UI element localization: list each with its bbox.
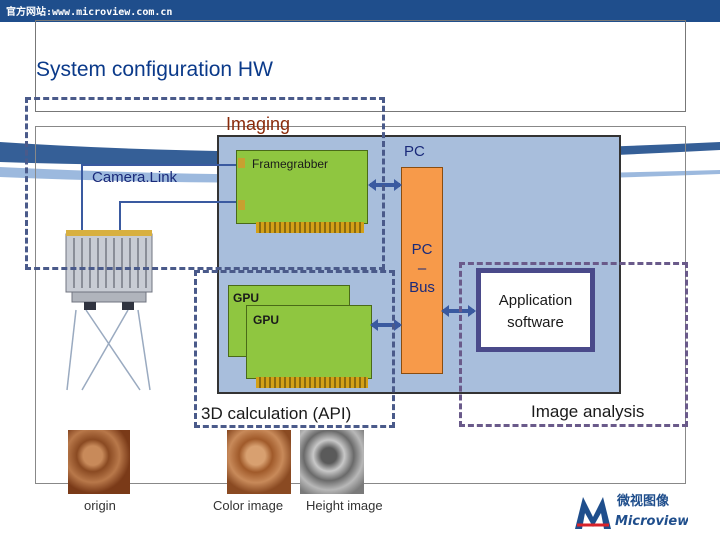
logo-chinese: 微视图像 bbox=[616, 493, 670, 509]
gpu-label-1: GPU bbox=[233, 291, 260, 305]
camera-link-label: Camera.Link bbox=[92, 169, 178, 186]
framegrabber-connector bbox=[256, 222, 364, 233]
color-image bbox=[227, 430, 291, 494]
website-url[interactable]: 官方网站:www.microview.com.cn bbox=[6, 7, 173, 18]
analysis-label: Image analysis bbox=[531, 402, 645, 421]
origin-label: origin bbox=[84, 498, 116, 513]
pc-label: PC bbox=[404, 143, 425, 160]
calc-group bbox=[194, 270, 395, 428]
gpu-card-2 bbox=[246, 305, 372, 379]
imaging-label: Imaging bbox=[226, 114, 291, 134]
arrowhead-icon bbox=[394, 179, 402, 191]
top-banner: 官方网站:www.microview.com.cn bbox=[0, 0, 720, 22]
origin-image bbox=[68, 430, 130, 494]
height-image-label: Height image bbox=[306, 498, 383, 513]
framegrabber-card bbox=[236, 150, 368, 224]
gpu-connector bbox=[256, 377, 368, 388]
color-image-label: Color image bbox=[213, 498, 284, 513]
arrowhead-icon bbox=[441, 305, 449, 317]
calc-label: 3D calculation (API) bbox=[201, 404, 352, 423]
framegrabber-label: Framegrabber bbox=[252, 157, 329, 171]
gpu-label-2: GPU bbox=[253, 313, 280, 327]
page-title: System configuration HW bbox=[36, 58, 273, 81]
arrowhead-icon bbox=[370, 319, 378, 331]
microview-logo: 微视图像 Microview bbox=[575, 493, 688, 529]
pc-bus-label: PC – Bus bbox=[409, 241, 435, 296]
camera-link-cable-1 bbox=[81, 164, 236, 232]
height-image bbox=[300, 430, 364, 494]
camera-ray bbox=[85, 309, 141, 391]
logo-mark bbox=[575, 497, 611, 529]
arrowhead-icon bbox=[368, 179, 376, 191]
camera-ray bbox=[66, 309, 77, 391]
logo-brand: Microview bbox=[615, 514, 688, 529]
application-software-label: Application software bbox=[498, 292, 573, 331]
arrowhead-icon bbox=[468, 305, 476, 317]
camera-icon bbox=[65, 230, 153, 310]
pc-bus bbox=[401, 167, 443, 374]
arrowhead-icon bbox=[394, 319, 402, 331]
imaging-group bbox=[25, 97, 385, 270]
camera-ray bbox=[81, 309, 129, 391]
port-icon bbox=[238, 158, 245, 168]
camera-ray bbox=[137, 309, 151, 391]
port-icon bbox=[238, 200, 245, 210]
application-software-box bbox=[476, 268, 595, 352]
analysis-group bbox=[459, 262, 688, 427]
camera-link-cable-2 bbox=[119, 201, 236, 232]
title-frame bbox=[35, 20, 686, 112]
